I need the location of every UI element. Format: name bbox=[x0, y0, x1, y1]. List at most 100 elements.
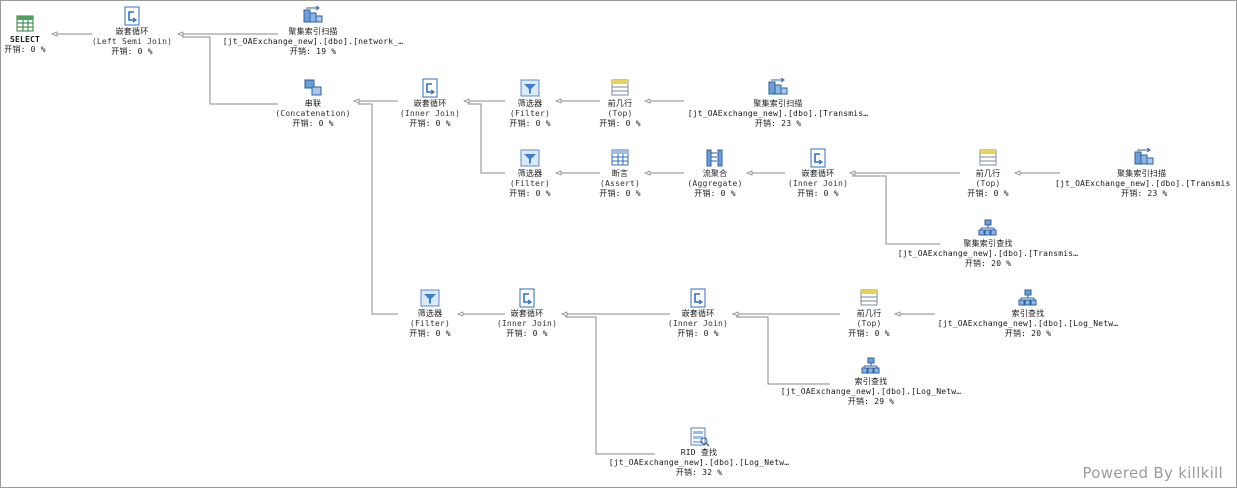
node-cost: 开销: 0 % bbox=[967, 189, 1009, 198]
connector-n16-n4 bbox=[358, 103, 398, 315]
node-name: 筛选器 bbox=[517, 99, 543, 108]
node-name: 串联 bbox=[304, 99, 322, 108]
arrowhead bbox=[1013, 170, 1021, 176]
node-op: (Inner Join) bbox=[496, 319, 558, 328]
node-op: (Inner Join) bbox=[787, 179, 849, 188]
node-name: 前几行 bbox=[975, 169, 1001, 178]
concatenation-icon bbox=[304, 79, 322, 96]
assert-icon bbox=[611, 149, 629, 166]
top-icon bbox=[860, 289, 878, 306]
node-op: (Left Semi Join) bbox=[91, 37, 173, 46]
node-cost: 开销: 0 % bbox=[292, 119, 334, 128]
node-name: 索引查找 bbox=[1011, 309, 1045, 318]
node-name: RID 查找 bbox=[680, 448, 718, 457]
connector-n22-n17 bbox=[565, 316, 655, 455]
plan-node-top-1[interactable]: 前几行 (Top) 开销: 0 % bbox=[505, 78, 735, 129]
arrowhead bbox=[643, 98, 651, 104]
clustered-index-scan-icon bbox=[303, 6, 323, 23]
plan-node-nested-loops-inner-2[interactable]: 嵌套循环 (Inner Join) 开销: 0 % bbox=[703, 148, 933, 199]
node-op: (Filter) bbox=[509, 179, 551, 188]
node-cost: 开销: 0 % bbox=[409, 119, 451, 128]
clustered-index-scan-icon bbox=[768, 78, 788, 95]
node-cost: 开销: 23 % bbox=[754, 119, 802, 128]
plan-node-filter-1[interactable]: 筛选器 (Filter) 开销: 0 % bbox=[415, 78, 645, 129]
plan-node-rid-lookup[interactable]: RID 查找 [jt_OAExchange_new].[dbo].[Log_Ne… bbox=[584, 427, 814, 478]
node-name: 流聚合 bbox=[702, 169, 728, 178]
node-name: 嵌套循环 bbox=[801, 169, 835, 178]
node-table: [jt_OAExchange_new].[dbo].[Log_Netw… bbox=[608, 458, 790, 467]
plan-node-assert[interactable]: 断言 (Assert) 开销: 0 % bbox=[505, 148, 735, 199]
node-name: 聚集索引扫描 bbox=[1117, 169, 1167, 178]
node-cost: 开销: 0 % bbox=[509, 189, 551, 198]
nested-loops-icon bbox=[810, 148, 826, 168]
top-icon bbox=[611, 79, 629, 96]
index-seek-icon bbox=[1018, 289, 1037, 306]
node-cost: 开销: 20 % bbox=[1004, 329, 1052, 338]
plan-node-top-2[interactable]: 前几行 (Top) 开销: 0 % bbox=[873, 148, 1103, 199]
plan-node-clustered-index-scan-transmis-2[interactable]: 聚集索引扫描 [jt_OAExchange_new].[dbo].[Transm… bbox=[1055, 148, 1235, 199]
plan-node-stream-aggregate[interactable]: 流聚合 (Aggregate) 开销: 0 % bbox=[600, 148, 830, 199]
node-name: 索引查找 bbox=[854, 377, 888, 386]
nested-loops-icon bbox=[519, 288, 535, 308]
arrowhead bbox=[731, 311, 739, 317]
node-table: [jt_OAExchange_new].[dbo].[Log_Netw… bbox=[780, 387, 962, 396]
node-cost: 开销: 0 % bbox=[509, 119, 551, 128]
plan-node-clustered-index-seek-transmis[interactable]: 聚集索引查找 [jt_OAExchange_new].[dbo].[Transm… bbox=[873, 218, 1103, 269]
node-cost: 开销: 0 % bbox=[848, 329, 890, 338]
node-name: 聚集索引扫描 bbox=[288, 27, 338, 36]
node-cost: 开销: 0 % bbox=[111, 47, 153, 56]
arrowhead bbox=[554, 98, 562, 104]
plan-node-concatenation[interactable]: 串联 (Concatenation) 开销: 0 % bbox=[198, 78, 428, 129]
plan-node-filter-2[interactable]: 筛选器 (Filter) 开销: 0 % bbox=[415, 148, 645, 199]
node-name: 嵌套循环 bbox=[413, 99, 447, 108]
node-name: 嵌套循环 bbox=[681, 309, 715, 318]
arrowhead bbox=[462, 98, 470, 104]
watermark-text: Powered By killkill bbox=[1082, 464, 1223, 482]
plan-node-select[interactable]: SELECT 开销: 0 % bbox=[0, 14, 140, 55]
filter-icon bbox=[520, 149, 540, 167]
node-table: [jt_OAExchange_new].[dbo].[Log_Netw… bbox=[937, 319, 1119, 328]
plan-node-index-seek-log-2[interactable]: 索引查找 [jt_OAExchange_new].[dbo].[Log_Netw… bbox=[756, 356, 986, 407]
top-icon bbox=[979, 149, 997, 166]
node-op: (Concatenation) bbox=[275, 109, 351, 118]
node-cost: 开销: 0 % bbox=[409, 329, 451, 338]
nested-loops-icon bbox=[124, 6, 140, 26]
node-name: 嵌套循环 bbox=[115, 27, 149, 36]
node-cost: 开销: 0 % bbox=[506, 329, 548, 338]
node-name: SELECT bbox=[9, 35, 41, 44]
node-name: 筛选器 bbox=[417, 309, 443, 318]
plan-node-nested-loops-semi[interactable]: 嵌套循环 (Left Semi Join) 开销: 0 % bbox=[17, 6, 247, 57]
node-cost: 开销: 23 % bbox=[1121, 189, 1168, 198]
plan-node-index-seek-log-1[interactable]: 索引查找 [jt_OAExchange_new].[dbo].[Log_Netw… bbox=[913, 288, 1143, 339]
connector-n4-n2 bbox=[182, 36, 278, 105]
node-cost: 开销: 0 % bbox=[677, 329, 719, 338]
node-name: 前几行 bbox=[856, 309, 882, 318]
plan-node-filter-3[interactable]: 筛选器 (Filter) 开销: 0 % bbox=[315, 288, 545, 339]
arrowhead bbox=[643, 170, 651, 176]
arrowhead bbox=[50, 31, 58, 37]
plan-node-nested-loops-inner-4[interactable]: 嵌套循环 (Inner Join) 开销: 0 % bbox=[583, 288, 813, 339]
nested-loops-icon bbox=[690, 288, 706, 308]
arrowhead bbox=[554, 170, 562, 176]
node-name: 聚集索引扫描 bbox=[753, 99, 803, 108]
node-cost: 开销: 29 % bbox=[847, 397, 895, 406]
node-op: (Top) bbox=[975, 179, 1001, 188]
node-table: [jt_OAExchange_new].[dbo].[Transmis bbox=[1055, 179, 1231, 188]
node-name: 前几行 bbox=[607, 99, 633, 108]
node-cost: 开销: 32 % bbox=[675, 468, 723, 477]
arrowhead bbox=[560, 311, 568, 317]
plan-node-nested-loops-inner-1[interactable]: 嵌套循环 (Inner Join) 开销: 0 % bbox=[315, 78, 545, 129]
node-op: (Assert) bbox=[599, 179, 641, 188]
plan-node-clustered-index-scan-network[interactable]: 聚集索引扫描 [jt_OAExchange_new].[dbo].[networ… bbox=[198, 6, 428, 57]
connector-n21-n18 bbox=[736, 316, 830, 385]
plan-node-nested-loops-inner-3[interactable]: 嵌套循环 (Inner Join) 开销: 0 % bbox=[412, 288, 642, 339]
arrowhead bbox=[456, 311, 464, 317]
node-table: [jt_OAExchange_new].[dbo].[Transmis… bbox=[687, 109, 869, 118]
plan-node-clustered-index-scan-transmis-1[interactable]: 聚集索引扫描 [jt_OAExchange_new].[dbo].[Transm… bbox=[663, 78, 893, 129]
node-name: 断言 bbox=[611, 169, 629, 178]
node-cost: 开销: 19 % bbox=[289, 47, 337, 56]
arrowhead bbox=[893, 311, 901, 317]
filter-icon bbox=[520, 79, 540, 97]
plan-node-top-3[interactable]: 前几行 (Top) 开销: 0 % bbox=[754, 288, 984, 339]
